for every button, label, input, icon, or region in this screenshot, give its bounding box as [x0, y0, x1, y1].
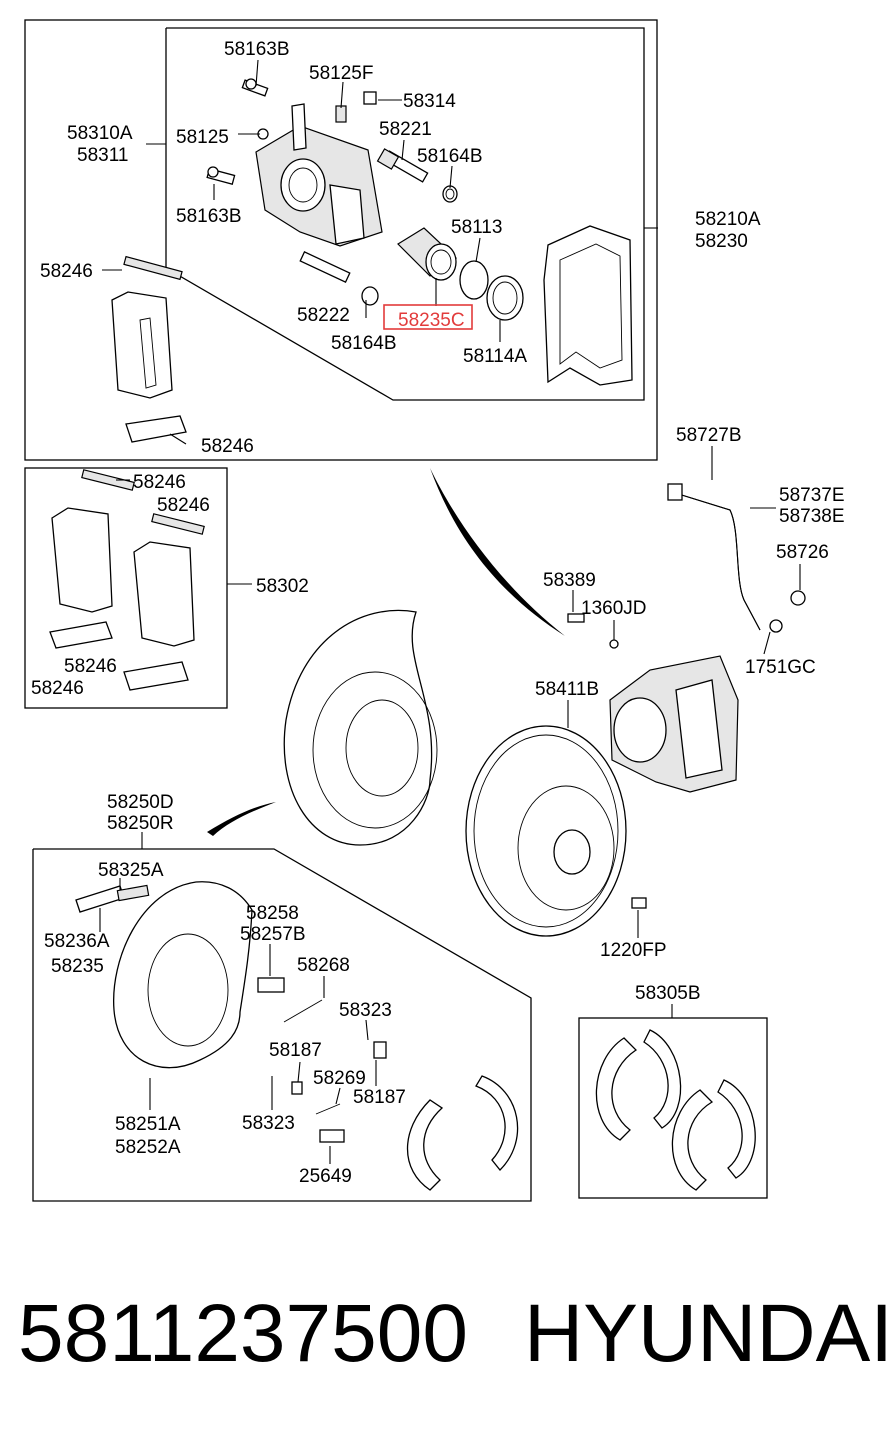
label-58250D: 58250D — [107, 792, 174, 813]
label-58305B: 58305B — [635, 983, 701, 1004]
part-number-caption: 5811237500 — [18, 1288, 468, 1379]
pad-kit-frame — [24, 467, 228, 709]
label-58246-f: 58246 — [31, 678, 84, 699]
label-58114A: 58114A — [463, 346, 527, 367]
label-58411B: 58411B — [535, 679, 599, 700]
bolt-58163B-mid — [206, 166, 236, 185]
label-58310A: 58310A — [67, 123, 133, 144]
label-58737E: 58737E — [779, 485, 845, 506]
brake-disc-58411B — [465, 725, 627, 937]
caliper-assembly-frame — [24, 19, 658, 461]
label-58164B-bottom: 58164B — [331, 333, 397, 354]
label-58163B-mid: 58163B — [176, 206, 242, 227]
brake-shoe-inner-pair — [407, 1075, 519, 1191]
pad-set-58302-drawing — [49, 469, 205, 691]
parking-brake-frame — [32, 848, 532, 1202]
label-58221: 58221 — [379, 119, 432, 140]
part-labels: 58163B 58125F 58314 58310A 58311 58125 5… — [31, 39, 845, 1187]
boot-58114A — [486, 275, 524, 321]
leader-lines — [99, 59, 801, 1164]
caliper-assembled-drawing — [609, 655, 739, 793]
label-58235C-highlighted: 58235C — [398, 310, 465, 331]
label-58235: 58235 — [51, 956, 104, 977]
bolt-58726 — [790, 590, 806, 606]
label-58246-b: 58246 — [201, 436, 254, 457]
label-58302: 58302 — [256, 576, 309, 597]
label-58187-b: 58187 — [353, 1087, 406, 1108]
spring-58268 — [283, 999, 323, 1023]
bolt-58163B-top — [241, 78, 269, 97]
label-58251A: 58251A — [115, 1114, 181, 1135]
label-58230: 58230 — [695, 231, 748, 252]
carrier-58210A — [543, 225, 633, 386]
caliper-inner-frame — [165, 27, 645, 401]
label-58246-c: 58246 — [133, 472, 186, 493]
guide-pin-58221 — [376, 148, 429, 183]
label-58257B: 58257B — [240, 924, 306, 945]
label-58268: 58268 — [297, 955, 350, 976]
adjuster-58258 — [257, 977, 285, 993]
label-58252A: 58252A — [115, 1137, 181, 1158]
brand-caption: HYUNDAI — [524, 1288, 886, 1379]
bleeder-58125F — [335, 105, 347, 123]
seal-ring-58235C — [459, 260, 489, 300]
cap-58314 — [363, 91, 377, 105]
label-1360JD: 1360JD — [581, 598, 647, 619]
label-58187-a: 58187 — [269, 1040, 322, 1061]
label-58314: 58314 — [403, 91, 456, 112]
retainer-58187-a — [373, 1041, 387, 1059]
brake-shoe-set-58305B — [595, 1029, 756, 1191]
label-58246-e: 58246 — [64, 656, 117, 677]
label-58222: 58222 — [297, 305, 350, 326]
label-58311: 58311 — [77, 145, 128, 166]
bolt-58389 — [567, 613, 585, 623]
adjuster-25649 — [319, 1129, 345, 1143]
backing-plate-drawing — [283, 609, 438, 846]
bolt-1220FP — [631, 897, 647, 909]
label-58163B-top: 58163B — [224, 39, 290, 60]
label-58269: 58269 — [313, 1068, 366, 1089]
retainer-58187-b — [291, 1081, 303, 1095]
label-58250R: 58250R — [107, 813, 174, 834]
pad-58246-top — [111, 255, 183, 399]
label-58389: 58389 — [543, 570, 596, 591]
label-25649: 25649 — [299, 1166, 352, 1187]
label-58727B: 58727B — [676, 425, 742, 446]
label-58164B-top: 58164B — [417, 146, 483, 167]
label-58246-a: 58246 — [40, 261, 93, 282]
washer-1751GC — [769, 619, 783, 633]
label-58323-a: 58323 — [339, 1000, 392, 1021]
label-1751GC: 1751GC — [745, 657, 816, 678]
label-58325A: 58325A — [98, 860, 164, 881]
washer-1360JD — [609, 639, 619, 649]
label-58113: 58113 — [451, 217, 502, 238]
shim-58246-bottom — [125, 415, 187, 443]
label-1220FP: 1220FP — [600, 940, 667, 961]
label-58738E: 58738E — [779, 506, 845, 527]
label-58125: 58125 — [176, 127, 229, 148]
parking-brake-arrow — [207, 802, 276, 836]
guide-pin-58222 — [299, 251, 351, 283]
caliper-housing-drawing — [255, 103, 383, 247]
boot-58164B-top — [442, 185, 458, 203]
brake-hose-58737E — [667, 483, 761, 631]
label-58210A: 58210A — [695, 209, 761, 230]
dust-shield-58251A — [113, 881, 253, 1069]
plug-58325A — [116, 884, 150, 902]
label-58726: 58726 — [776, 542, 829, 563]
spring-58269 — [315, 1103, 341, 1115]
label-58323-b: 58323 — [242, 1113, 295, 1134]
boot-58164B-bottom — [361, 286, 379, 306]
shoe-kit-frame — [578, 1017, 768, 1199]
label-58236A: 58236A — [44, 931, 110, 952]
assembly-arrow — [430, 468, 565, 636]
label-58125F: 58125F — [309, 63, 373, 84]
highlight-box-58235C — [383, 304, 473, 330]
label-58258: 58258 — [246, 903, 299, 924]
label-58246-d: 58246 — [157, 495, 210, 516]
piston-58113-group — [397, 227, 457, 281]
